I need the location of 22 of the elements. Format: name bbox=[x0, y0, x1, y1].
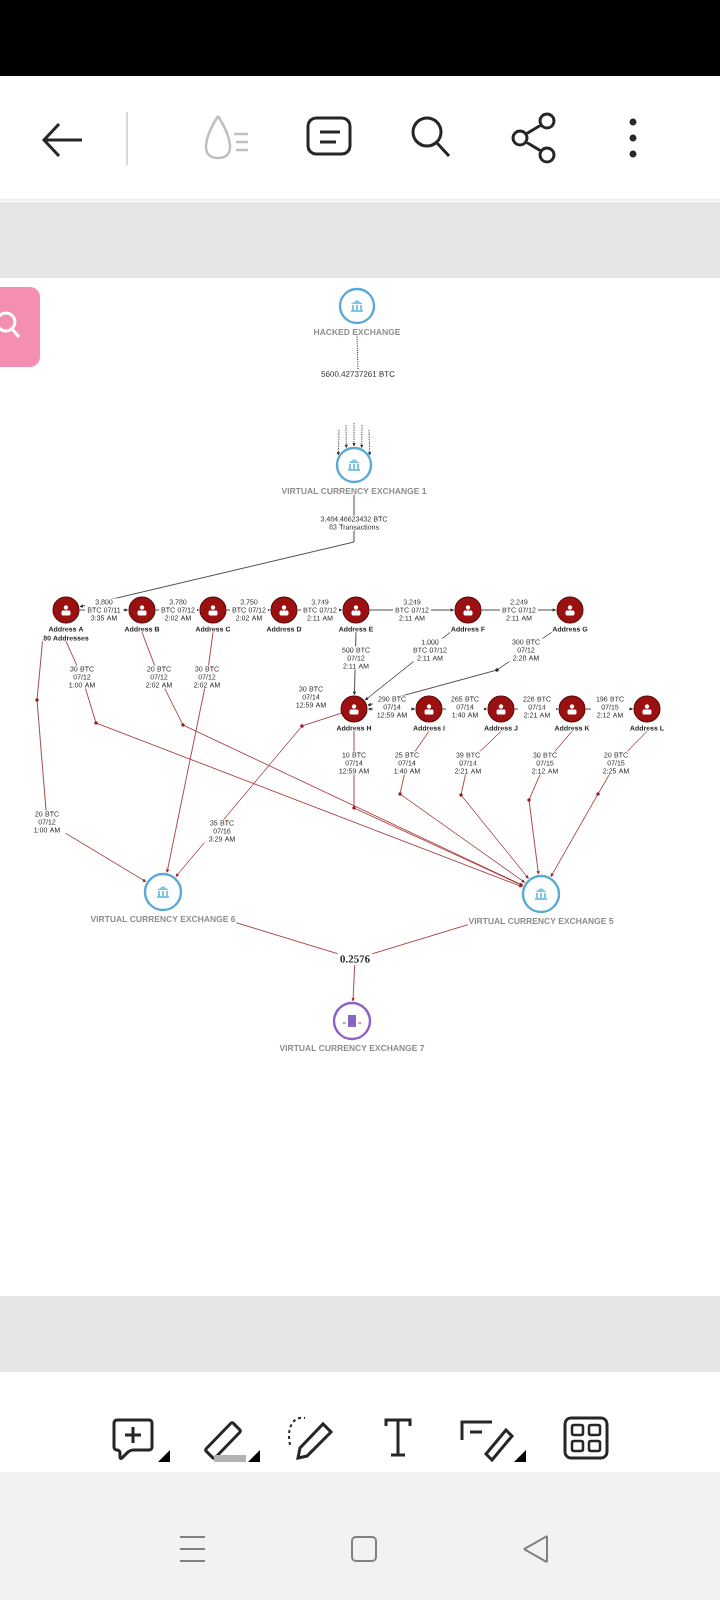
arrow bbox=[175, 727, 302, 877]
arrow bbox=[352, 422, 356, 447]
node-label: HACKED EXCHANGE bbox=[314, 329, 401, 335]
arrow bbox=[35, 640, 147, 882]
arrow bbox=[351, 964, 356, 1002]
arrow bbox=[344, 424, 348, 448]
arrow bbox=[368, 429, 372, 456]
arrow bbox=[360, 424, 364, 448]
arrow bbox=[398, 730, 525, 883]
amount-text: 5600.42737261 BTC bbox=[321, 371, 395, 377]
arrow bbox=[65, 640, 523, 888]
arrow bbox=[352, 730, 523, 886]
node-label: VIRTUAL CURRENCY EXCHANGE 6 bbox=[90, 916, 236, 922]
node-label: VIRTUAL CURRENCY EXCHANGE 7 bbox=[279, 1045, 425, 1051]
arrow bbox=[336, 429, 340, 456]
arrow bbox=[166, 631, 214, 873]
amount-text: 0.2576 bbox=[340, 955, 370, 963]
node-label: VIRTUAL CURRENCY EXCHANGE 5 bbox=[468, 918, 614, 924]
arrow bbox=[141, 631, 524, 886]
arrow bbox=[459, 730, 529, 879]
node-label: VIRTUAL CURRENCY EXCHANGE 1 bbox=[281, 488, 427, 494]
arrow bbox=[79, 494, 355, 608]
